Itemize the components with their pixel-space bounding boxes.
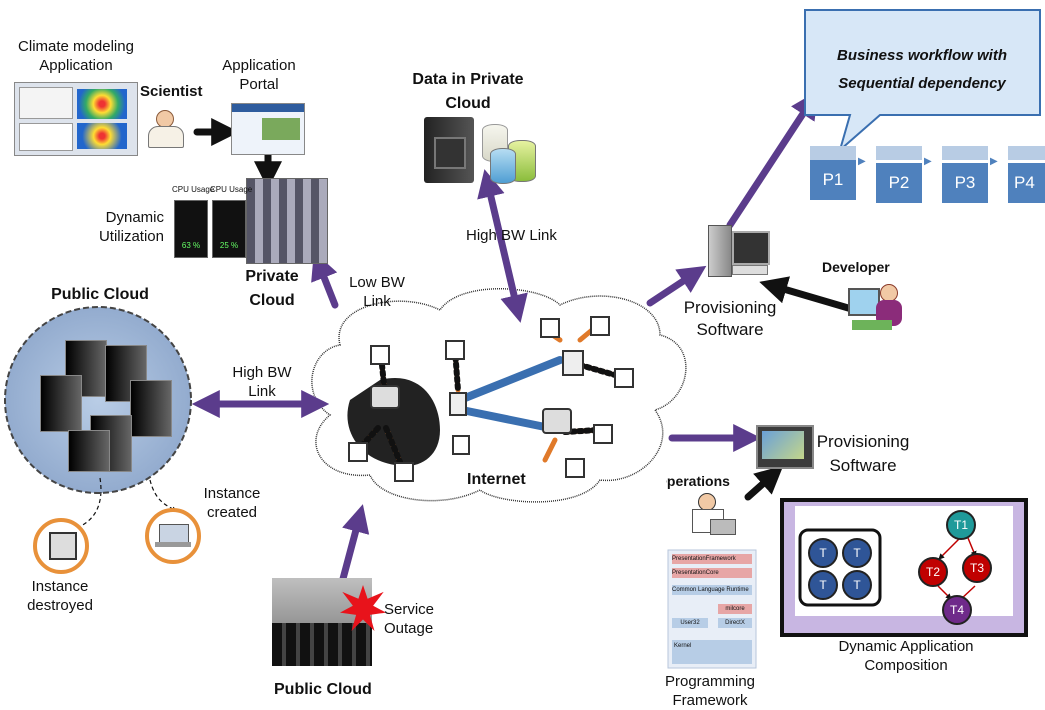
- computer-node-icon-10: [593, 424, 613, 444]
- router-icon: [370, 385, 400, 409]
- pool-task-2: T: [842, 538, 872, 568]
- workflow-step-p3: P3: [942, 163, 988, 203]
- computer-node-icon-7: [394, 462, 414, 482]
- internet-label: Internet: [467, 471, 526, 488]
- workflow-arrow-1: ▶: [858, 156, 866, 167]
- workflow-step-p4: P4: [1008, 163, 1045, 203]
- cpu-meter-2-title: CPU Usage: [210, 185, 253, 194]
- operations-label: Operations: [666, 473, 730, 489]
- framework-layer-milcore: milcore: [718, 604, 752, 614]
- computer-node-icon-6: [348, 442, 368, 462]
- workflow-callout: [804, 9, 1041, 153]
- developer-label: Developer: [822, 259, 890, 275]
- workflow-step-p2: P2: [876, 163, 922, 203]
- provisioning-computer-top-icon: [708, 225, 770, 280]
- developer-icon: [848, 280, 904, 338]
- cpu-meter-2-value: 25 %: [219, 241, 239, 250]
- task-t4: T4: [942, 595, 972, 625]
- workflow-arrow-2: ▶: [924, 156, 932, 167]
- framework-layer-presentation-framework: PresentationFramework: [672, 554, 752, 564]
- framework-layer-kernel: Kernel: [672, 640, 752, 664]
- framework-layer-presentation-core: PresentationCore: [672, 568, 752, 578]
- datacenter-icon: [246, 178, 328, 264]
- framework-layer-clr: Common Language Runtime: [672, 585, 752, 595]
- computer-node-icon: [370, 345, 390, 365]
- workflow-step-back-2: [876, 146, 922, 160]
- server-storage-icon: [424, 117, 474, 183]
- cpu-meter-1-icon: [174, 200, 208, 258]
- workflow-step-back-1: [810, 146, 856, 160]
- cpu-meter-1-value: 63 %: [181, 241, 201, 250]
- cpu-meter-1-title: CPU Usage: [172, 185, 215, 194]
- switch-icon-2: [449, 392, 467, 416]
- pool-task-3: T: [808, 570, 838, 600]
- purple-links: [191, 90, 819, 594]
- task-t1: T1: [946, 510, 976, 540]
- scientist-icon: [140, 108, 190, 152]
- climate-app-screenshot-icon: [14, 82, 138, 156]
- task-t3: T3: [962, 553, 992, 583]
- public-cloud-left-label: Public Cloud: [51, 286, 149, 303]
- computer-node-icon-9: [565, 458, 585, 478]
- workflow-step-back-4: [1008, 146, 1045, 160]
- instance-destroyed-icon: [33, 518, 89, 574]
- database-cylinders-icon: [482, 124, 538, 184]
- switch-icon: [562, 350, 584, 376]
- instance-created-icon: [145, 508, 201, 564]
- high-bw-link-top-label: High BW Link: [466, 227, 557, 244]
- task-t2: T2: [918, 557, 948, 587]
- operations-icon: [688, 493, 736, 541]
- computer-node-icon-3: [540, 318, 560, 338]
- scientist-label: Scientist: [140, 83, 203, 100]
- computer-node-icon-8: [452, 435, 470, 455]
- workflow-step-back-3: [942, 146, 988, 160]
- framework-layer-directx: DirectX: [718, 618, 752, 628]
- provisioning-monitor-icon: [756, 425, 814, 469]
- server-rack-cluster-icon: [40, 340, 172, 472]
- computer-node-icon-2: [445, 340, 465, 360]
- router-icon-2: [542, 408, 572, 434]
- pool-task-1: T: [808, 538, 838, 568]
- computer-node-icon-4: [590, 316, 610, 336]
- pool-task-4: T: [842, 570, 872, 600]
- framework-layer-user32: User32: [672, 618, 708, 628]
- public-cloud-bottom-label: Public Cloud: [274, 681, 372, 698]
- computer-node-icon-5: [614, 368, 634, 388]
- workflow-step-p1: P1: [810, 160, 856, 200]
- application-portal-icon: [231, 103, 305, 155]
- workflow-arrow-3: ▶: [990, 156, 998, 167]
- cpu-meter-2-icon: [212, 200, 246, 258]
